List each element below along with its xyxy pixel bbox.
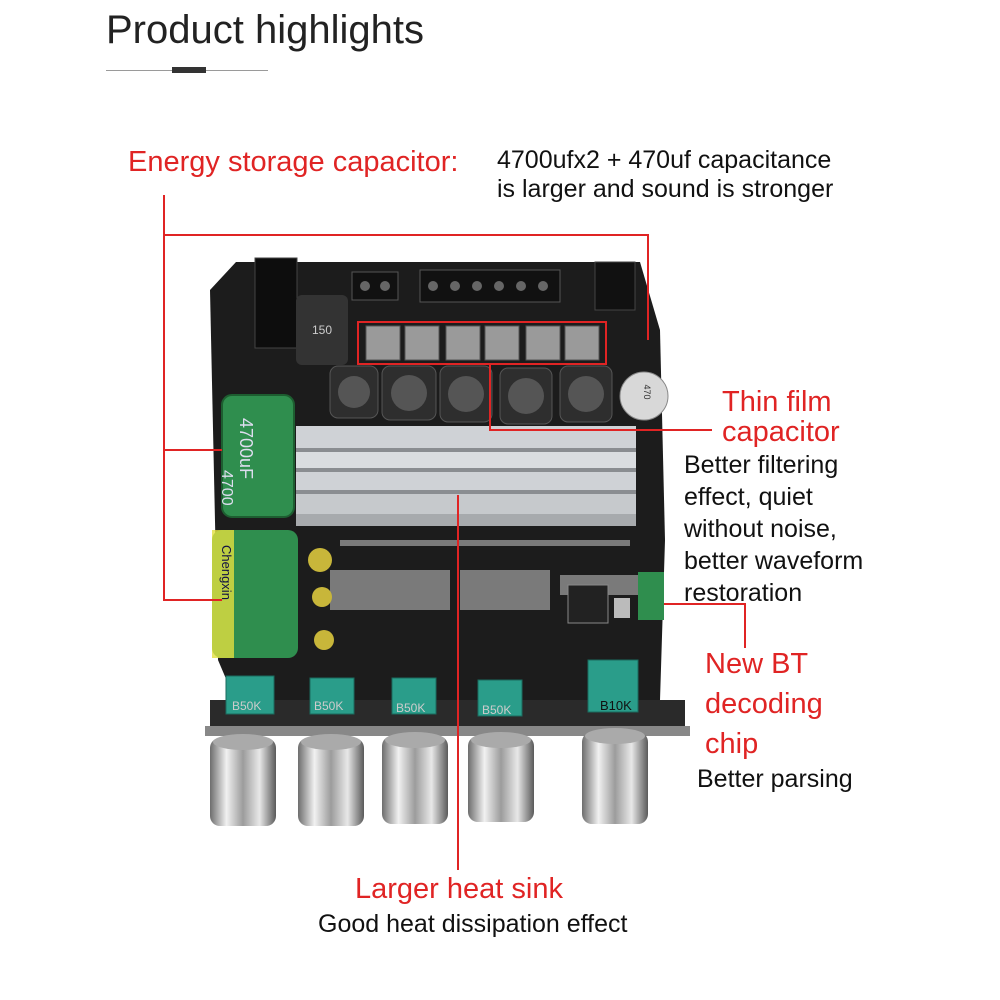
thin-film-title-1: Thin film (722, 386, 832, 418)
thin-film-title-2: capacitor (722, 416, 840, 448)
bt-chip-title-line: decoding (705, 688, 823, 720)
pot-label-3: B50K (396, 701, 425, 715)
energy-capacitor-title: Energy storage capacitor: (128, 146, 459, 178)
thin-film-desc-line: better waveform (684, 547, 864, 575)
heat-sink-title: Larger heat sink (355, 873, 563, 905)
inductor-label: 150 (312, 323, 332, 337)
pot-label-4: B50K (482, 703, 511, 717)
thin-film-desc-line: effect, quiet (684, 483, 813, 511)
title-underline-accent (172, 67, 206, 73)
pot-label-5: B10K (600, 698, 632, 713)
big-cap-label-1: 4700uF (236, 418, 256, 479)
pot-label-2: B50K (314, 699, 343, 713)
thin-film-desc-line: restoration (684, 579, 803, 607)
bt-chip-desc: Better parsing (697, 765, 853, 793)
thin-film-desc-line: Better filtering (684, 451, 839, 479)
pot-label-1: B50K (232, 699, 261, 713)
big-cap-label-2: 4700 (218, 470, 235, 506)
thin-film-desc-line: without noise, (684, 515, 837, 543)
bt-chip-title-line: chip (705, 728, 759, 760)
page-title: Product highlights (106, 8, 424, 52)
heat-sink-desc: Good heat dissipation effect (318, 910, 628, 938)
bt-chip-title-line: New BT (705, 648, 809, 680)
energy-capacitor-desc-2: is larger and sound is stronger (497, 175, 834, 203)
energy-capacitor-desc-1: 4700ufx2 + 470uf capacitance (497, 146, 832, 174)
bt-chip-title: New BT decoding chip (705, 644, 823, 764)
thin-film-desc: Better filtering effect, quiet without n… (684, 449, 863, 609)
small-cap-label: 470 (642, 384, 652, 399)
big-cap-brand: Chengxin (219, 545, 234, 600)
